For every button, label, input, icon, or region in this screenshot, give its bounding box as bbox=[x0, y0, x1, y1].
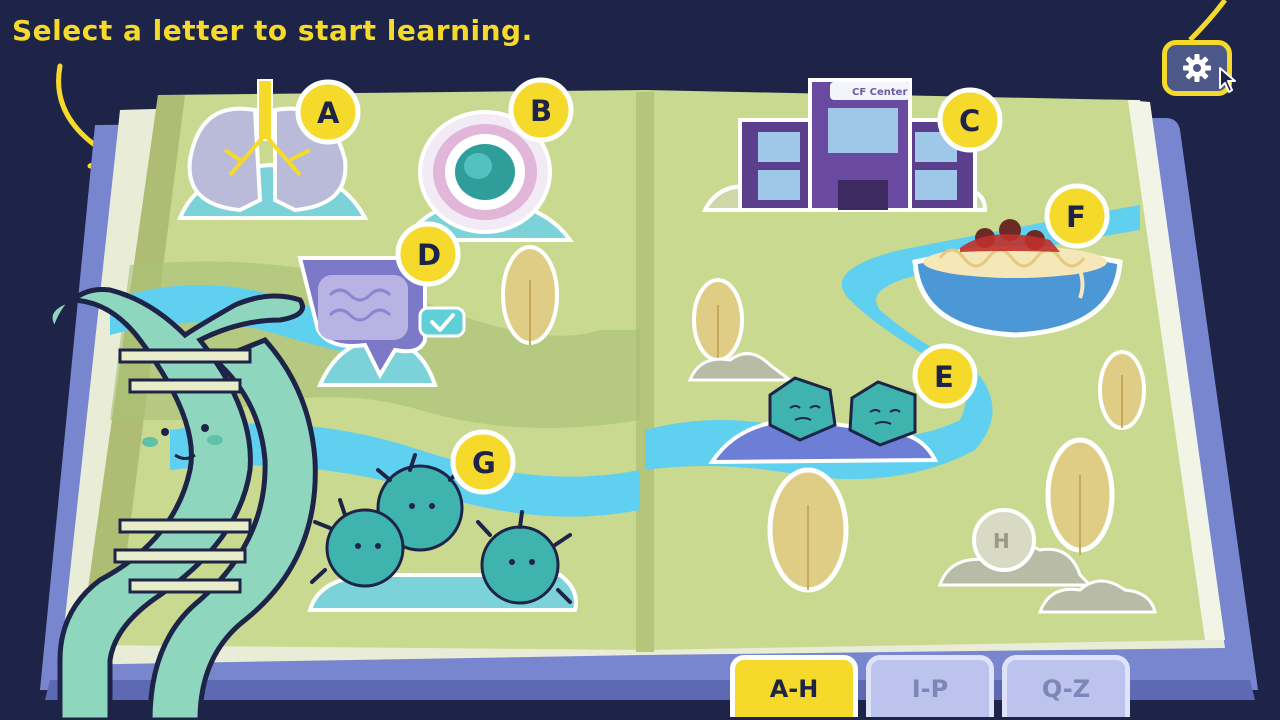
letter-d-label: D bbox=[417, 238, 441, 272]
letter-d-button[interactable]: D bbox=[395, 221, 461, 287]
gear-icon bbox=[1183, 54, 1211, 82]
intestines-icon bbox=[297, 256, 438, 387]
letter-h-label: H bbox=[993, 529, 1010, 553]
mucus-cells-icon bbox=[708, 376, 939, 465]
cursor-icon bbox=[1219, 67, 1236, 93]
letter-b-label: B bbox=[530, 94, 552, 128]
tree-icon bbox=[767, 467, 849, 593]
tab-a-h-label: A-H bbox=[769, 674, 819, 703]
letter-h-locked: H bbox=[972, 508, 1036, 572]
tree-icon bbox=[1045, 437, 1115, 555]
letter-g-label: G bbox=[472, 446, 496, 480]
letter-f-label: F bbox=[1066, 200, 1086, 234]
letter-a-button[interactable]: A bbox=[295, 79, 361, 145]
cloud-icon bbox=[1037, 579, 1157, 614]
letter-a-label: A bbox=[317, 96, 340, 130]
tree-icon bbox=[1098, 350, 1146, 430]
tree-icon bbox=[501, 245, 559, 345]
letter-c-label: C bbox=[959, 104, 980, 138]
letter-e-button[interactable]: E bbox=[912, 343, 978, 409]
tab-q-z-label: Q-Z bbox=[1041, 674, 1091, 703]
tab-a-h[interactable]: A-H bbox=[730, 655, 858, 717]
cf-center-sign-text: CF Center bbox=[852, 87, 907, 98]
letter-e-label: E bbox=[934, 360, 954, 394]
tab-i-p[interactable]: I-P bbox=[866, 655, 994, 717]
decorative-line bbox=[1188, 0, 1227, 42]
lungs-icon bbox=[176, 79, 369, 220]
book-spine bbox=[636, 92, 654, 652]
completed-check-icon bbox=[418, 306, 466, 338]
letter-c-button[interactable]: C bbox=[937, 87, 1003, 153]
tab-q-z[interactable]: Q-Z bbox=[1002, 655, 1130, 717]
dna-mascot-icon bbox=[47, 287, 318, 720]
cf-center-sign bbox=[830, 82, 910, 100]
instruction-text: Select a letter to start learning. bbox=[12, 14, 533, 47]
page-shade-right bbox=[1128, 100, 1225, 640]
germs-icon bbox=[307, 453, 578, 612]
letter-g-button[interactable]: G bbox=[450, 429, 516, 495]
spaghetti-bowl-icon bbox=[912, 219, 1123, 338]
cf-center-building-icon: CF Center bbox=[701, 78, 988, 212]
letter-b-button[interactable]: B bbox=[508, 77, 574, 143]
tree-icon bbox=[692, 278, 744, 362]
tab-i-p-label: I-P bbox=[911, 674, 949, 703]
letter-f-button[interactable]: F bbox=[1044, 183, 1110, 249]
cloud-icon bbox=[687, 352, 795, 382]
